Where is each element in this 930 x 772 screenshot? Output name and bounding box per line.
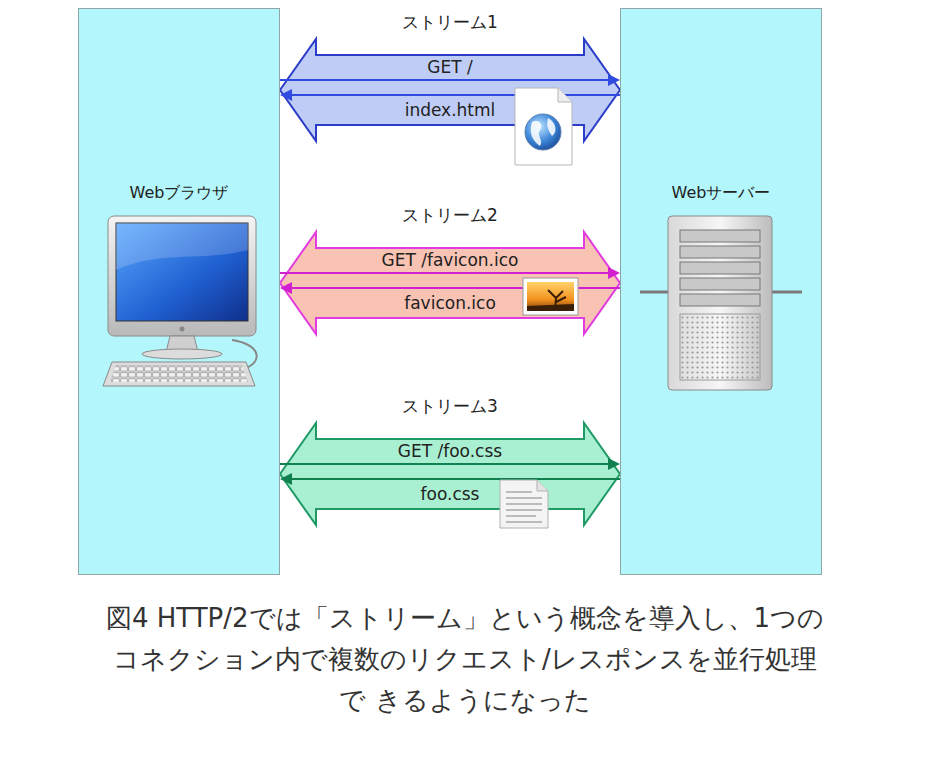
message-label: index.html [401, 100, 500, 120]
html-file-icon [515, 88, 572, 165]
computer-illustration [103, 216, 257, 386]
stream-label: ストリーム1 [398, 12, 502, 32]
stream-arrow [280, 423, 620, 525]
stream-label: ストリーム2 [398, 205, 502, 225]
figure-caption: 図4 HTTP/2では「ストリーム」という概念を導入し、1つの コネクション内で… [100, 598, 830, 721]
stream-arrow [280, 232, 620, 334]
message-label: GET /foo.css [394, 441, 506, 461]
server-panel: Webサーバー [620, 8, 822, 575]
message-label: GET /favicon.ico [377, 250, 522, 270]
css-file-icon [500, 480, 548, 528]
browser-panel: Webブラウザ [78, 8, 280, 575]
message-label: GET / [423, 57, 476, 77]
node-label: Webブラウザ [79, 182, 279, 204]
server-illustration [640, 216, 802, 390]
node-label: Webサーバー [621, 182, 821, 204]
stream-label: ストリーム3 [398, 396, 502, 416]
image-file-icon [523, 278, 578, 315]
message-label: favicon.ico [400, 293, 500, 313]
message-label: foo.css [417, 484, 484, 504]
server-panel-fill [620, 8, 822, 575]
browser-panel-fill [78, 8, 280, 575]
